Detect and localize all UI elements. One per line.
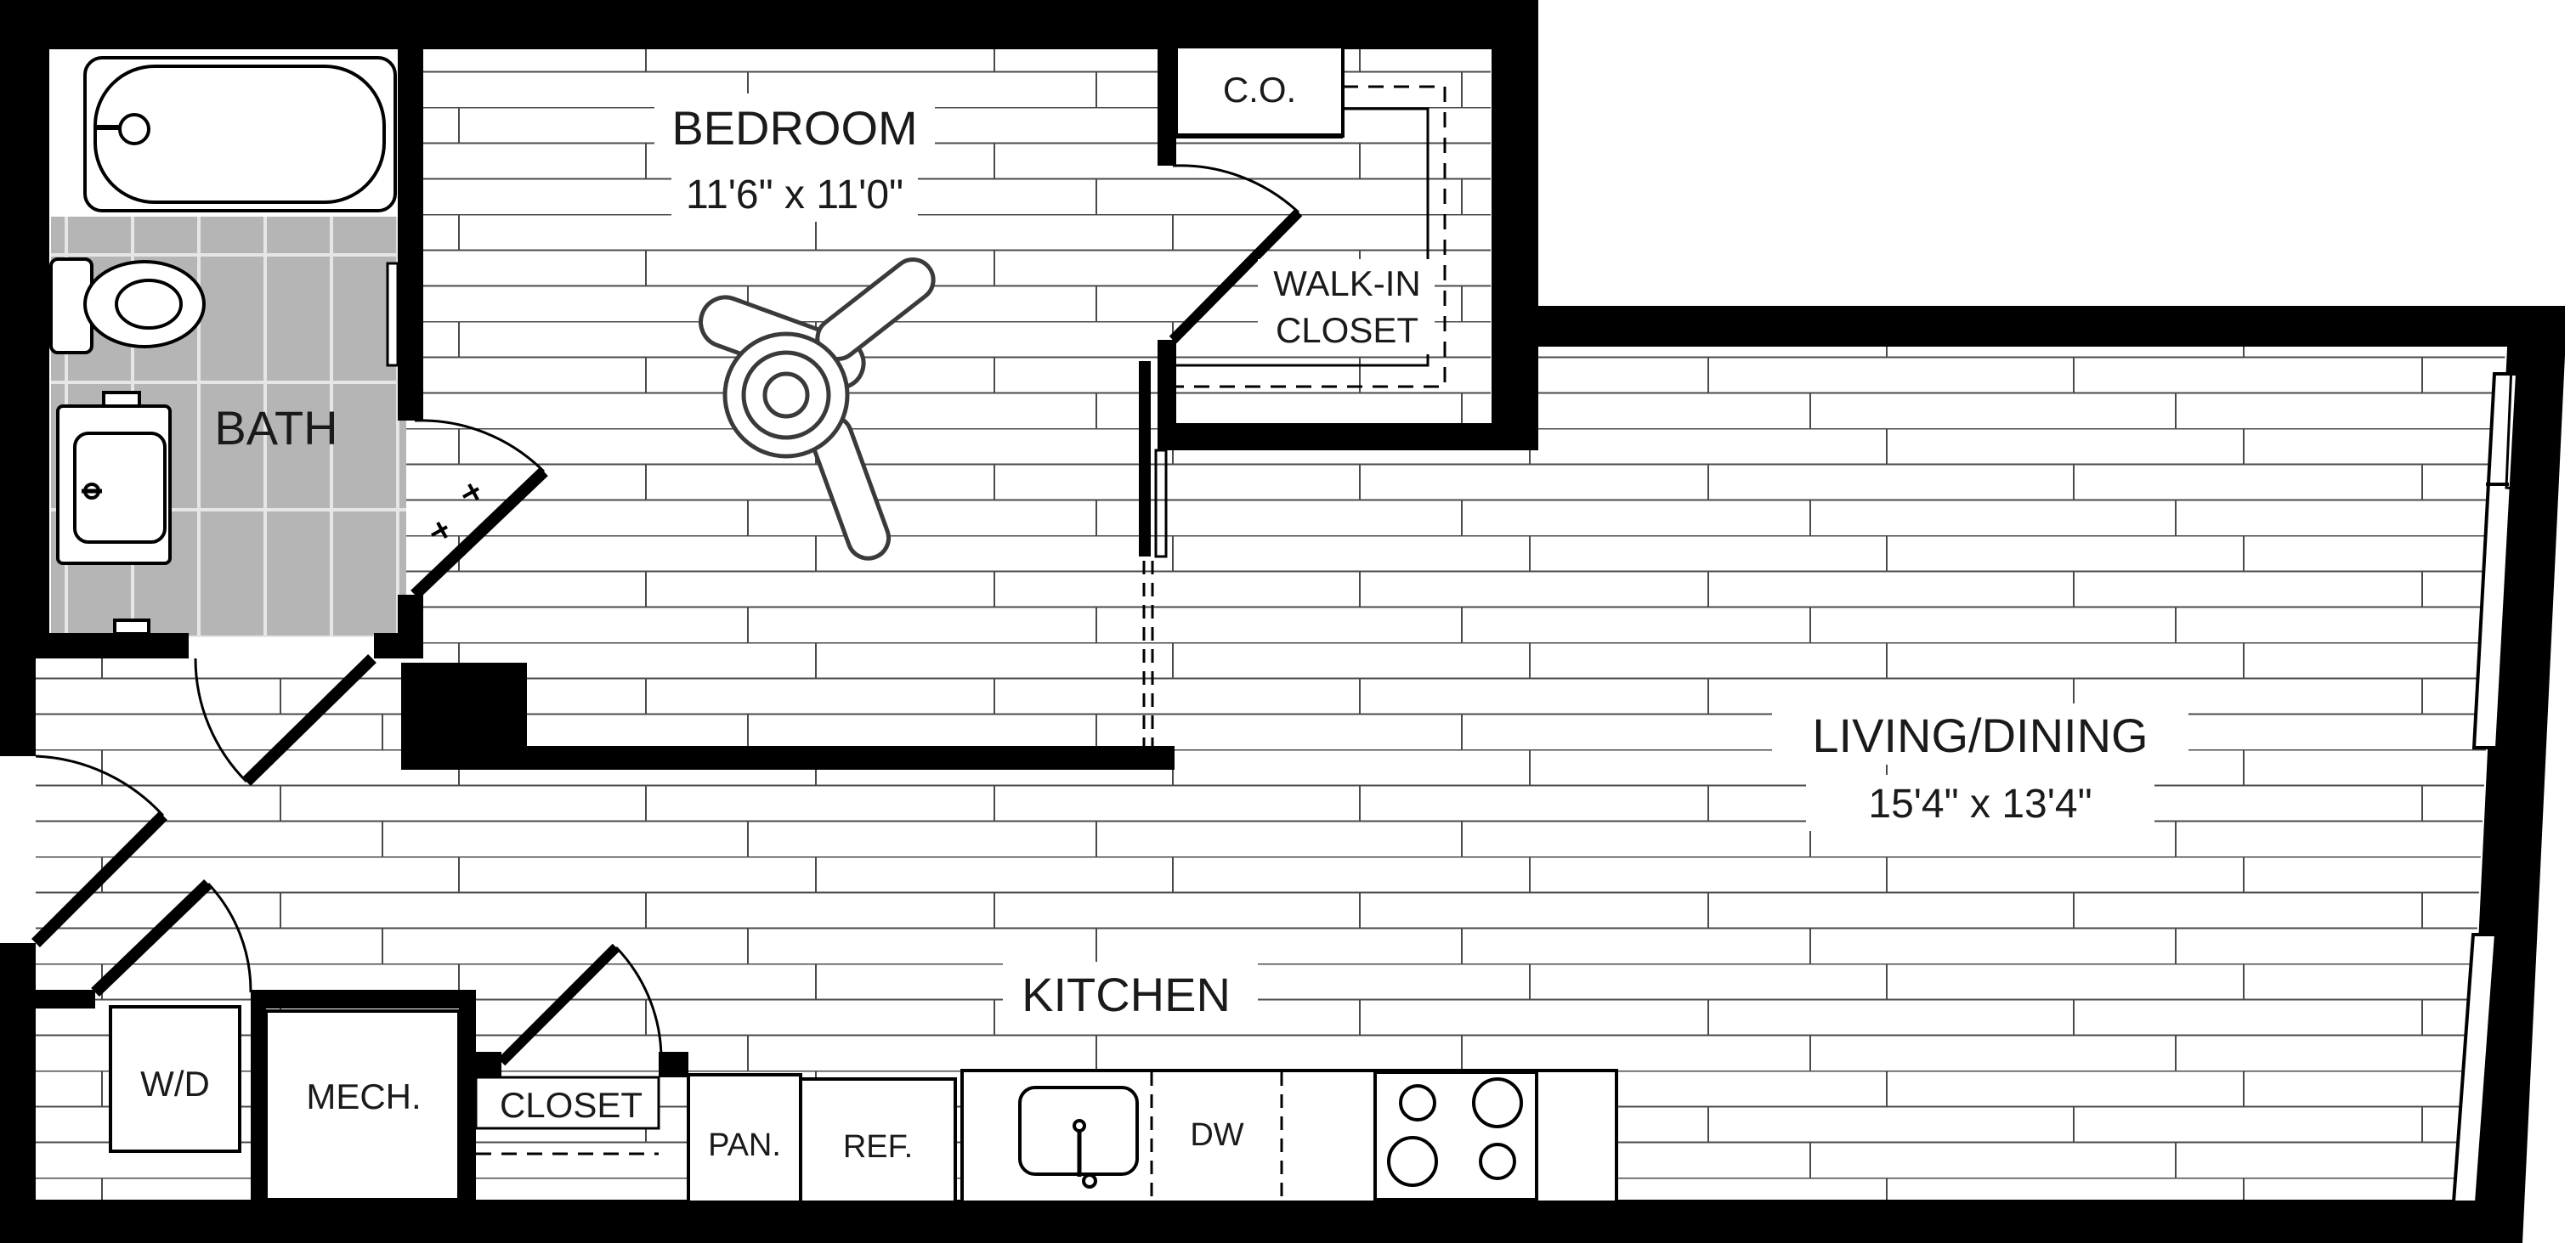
wall-walkin-left-upper — [1158, 47, 1176, 166]
walkin-label-2: CLOSET — [1276, 310, 1418, 350]
door-entry — [31, 811, 167, 947]
window-upper-outer — [2505, 364, 2562, 494]
door-bath-entry — [242, 653, 376, 787]
co-box — [1175, 45, 1345, 138]
windows — [2451, 364, 2562, 1204]
sliding-pocket — [1154, 449, 1168, 558]
towel-bar — [386, 262, 399, 367]
wall-bath-bottom — [36, 633, 189, 658]
wall-wd-mech — [251, 990, 266, 1202]
door-bath-swing — [414, 419, 546, 473]
door-walkin-swing — [1172, 164, 1300, 214]
door-wd — [91, 879, 212, 997]
pantry — [687, 1073, 802, 1204]
wall-closet-post — [476, 1052, 501, 1077]
wall-bath-bedroom — [398, 47, 423, 421]
wd-label: W/D — [140, 1064, 210, 1104]
wall-wd-top — [36, 990, 95, 1009]
tub-drain-icon — [118, 113, 150, 145]
labels: BEDROOM 11'6" x 11'0" LIVING/DINING 15'4… — [140, 70, 2188, 1165]
co-label: C.O. — [1223, 70, 1296, 110]
living-name: LIVING/DINING — [1812, 709, 2148, 762]
door-bath — [410, 466, 548, 600]
sink-basin — [73, 432, 167, 544]
bedroom-name: BEDROOM — [671, 101, 917, 155]
walkin-label-1: WALK-IN — [1273, 263, 1420, 303]
mech-label: MECH. — [306, 1076, 421, 1116]
utility-area — [109, 1005, 660, 1201]
doors — [31, 164, 1303, 1066]
bath-name: BATH — [214, 401, 337, 455]
wall-pantry-post — [659, 1052, 688, 1077]
kitchen-name: KITCHEN — [1022, 968, 1231, 1021]
wall-walkin-bottom — [1166, 423, 1538, 450]
window-lower — [2451, 933, 2499, 1204]
closet-shelf — [474, 1076, 660, 1130]
ref-label: REF. — [843, 1129, 913, 1165]
door-closet — [497, 943, 620, 1066]
door-entry-swing — [35, 754, 165, 817]
door-wd-swing — [207, 882, 252, 993]
wall-living-top — [1509, 306, 2565, 355]
kitchen-counter — [687, 1069, 1618, 1204]
main-floor — [406, 49, 2505, 1223]
bathtub-inner — [93, 65, 386, 204]
closet-label: CLOSET — [500, 1085, 643, 1125]
wall-walkin-left-lower — [1158, 340, 1176, 450]
burner-3 — [1387, 1136, 1438, 1187]
bedroom-dimensions: 11'6" x 11'0" — [686, 172, 903, 218]
ceiling-fan-icon — [699, 257, 936, 561]
wall-bedroom-bottom — [401, 746, 1175, 770]
walkin-shelving — [1175, 45, 1447, 388]
washer-dryer — [109, 1005, 241, 1153]
wall-walkin-right — [1492, 47, 1538, 446]
living-dimensions: 15'4" x 13'4" — [1868, 782, 2092, 827]
bath-fixtures — [49, 56, 399, 636]
burner-2 — [1472, 1077, 1523, 1128]
wall-mech-top — [251, 990, 476, 1009]
burner-4 — [1479, 1143, 1516, 1180]
burner-1 — [1399, 1084, 1436, 1122]
refrigerator — [799, 1077, 957, 1204]
door-walkin — [1169, 208, 1303, 344]
wall-bath-bottom-2 — [374, 633, 423, 658]
door-closet-swing — [614, 946, 663, 1063]
pantry-label: PAN. — [708, 1127, 781, 1163]
wall-mech-closet — [459, 990, 476, 1202]
mech-room — [264, 1009, 461, 1201]
dw-label: DW — [1190, 1117, 1243, 1153]
door-bath-entry-swing — [194, 658, 248, 783]
wall-bottom-exterior — [0, 943, 2522, 1243]
